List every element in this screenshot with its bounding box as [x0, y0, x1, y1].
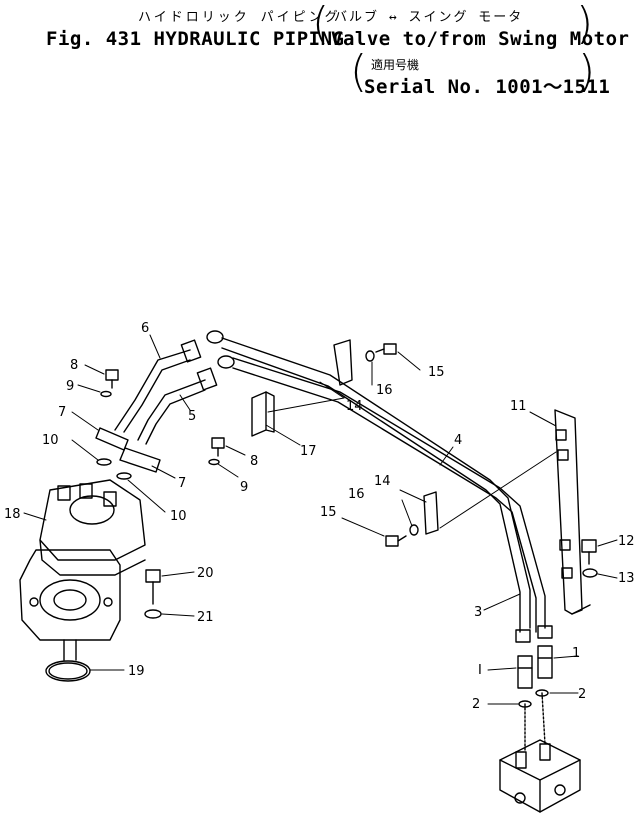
adapter-1-right: [535, 645, 553, 697]
bolt-8-lower: [208, 437, 225, 466]
swing-motor-18: [19, 479, 146, 661]
bolt-20: [145, 569, 161, 605]
label-11: 11: [510, 399, 527, 414]
close-paren: ): [576, 0, 594, 49]
pipe-6: [114, 339, 202, 433]
label-14-lower: 14: [374, 474, 391, 489]
label-10-lower: 10: [170, 509, 187, 524]
label-5: 5: [188, 409, 196, 424]
figure-title: Fig. 431 HYDRAULIC PIPING: [46, 28, 345, 50]
label-16-lower: 16: [348, 487, 365, 502]
open-paren: (: [312, 0, 330, 49]
label-15-upper: 15: [428, 365, 445, 380]
label-13: 13: [618, 571, 635, 586]
o-ring-19: [45, 660, 91, 682]
bolt-15-lower: [385, 524, 419, 547]
label-14-upper: 14: [346, 399, 363, 414]
leader-lines: [23, 334, 618, 705]
open-paren-serial: (: [350, 46, 368, 97]
label-15-lower: 15: [320, 505, 337, 520]
o-ring-19-inner: [48, 662, 88, 680]
label-1-left: I: [478, 663, 482, 678]
flange-7: [95, 427, 161, 473]
label-2-left: 2: [472, 697, 480, 712]
bolt-15-upper: [365, 343, 397, 362]
bracket-14-upper: [333, 339, 353, 386]
serial-range: Serial No. 1001～1511: [364, 76, 611, 98]
japanese-serial-label: 適用号機: [371, 58, 420, 72]
label-7-lower: 7: [178, 476, 186, 491]
mounting-plate-11: [554, 409, 591, 615]
label-9-lower: 9: [240, 480, 248, 495]
control-valve: [499, 692, 581, 813]
label-8-lower: 8: [250, 454, 258, 469]
close-paren-serial: ): [578, 46, 596, 97]
label-9-upper: 9: [66, 379, 74, 394]
label-7-upper: 7: [58, 405, 66, 420]
label-1-right: 1: [572, 646, 580, 661]
o-ring-10-a: [96, 458, 112, 466]
label-6: 6: [141, 321, 149, 336]
bolt-8-upper: [100, 369, 119, 398]
adapter-1-left: [517, 655, 533, 708]
washer-13: [582, 568, 598, 578]
label-2-right: 2: [578, 687, 586, 702]
label-4: 4: [454, 433, 462, 448]
washer-21: [144, 609, 162, 619]
label-10-upper: 10: [42, 433, 59, 448]
pipe-5: [137, 367, 218, 445]
japanese-title: ハイドロリック パイピング: [138, 10, 341, 25]
label-20: 20: [197, 566, 214, 581]
bolt-12: [581, 539, 597, 565]
label-19: 19: [128, 664, 145, 679]
pipe-4: [206, 330, 553, 643]
label-12: 12: [618, 534, 635, 549]
o-ring-10-b: [116, 472, 132, 480]
label-18: 18: [4, 507, 21, 522]
clamp-17: [251, 391, 275, 437]
label-3: 3: [474, 605, 482, 620]
label-17: 17: [300, 444, 317, 459]
japanese-subtitle: バルブ ↔ スイング モータ: [334, 10, 524, 25]
bracket-14-lower: [423, 491, 439, 535]
label-8-upper: 8: [70, 358, 78, 373]
label-16-upper: 16: [376, 383, 393, 398]
label-21: 21: [197, 610, 214, 625]
figure-title-paren: Valve to/from Swing Motor: [331, 28, 630, 50]
